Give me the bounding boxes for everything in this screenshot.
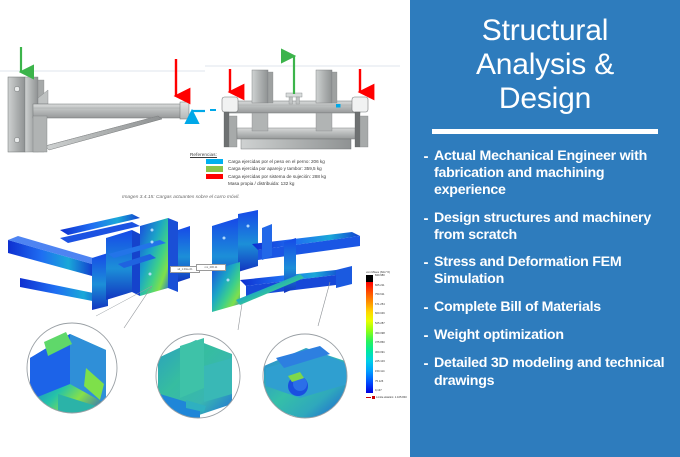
- legend-tick: 75.126: [375, 379, 384, 383]
- feature-list: - Actual Mechanical Engineer with fabric…: [410, 148, 680, 390]
- legend-tick: 225.103: [375, 360, 385, 364]
- legend-tick: 825.211: [375, 283, 385, 287]
- reference-swatch-red: [206, 173, 223, 180]
- reference-item: Carga ejercida por aparejo y tambor: 359…: [190, 166, 400, 173]
- load-marker-blue-right: [336, 104, 341, 108]
- reference-label: Carga ejercidas por el peso en el perno:…: [228, 158, 325, 164]
- title-line-3: Design: [498, 82, 592, 116]
- legend-tick: 300.091: [375, 350, 385, 354]
- yield-limit-row: Límite elástico: 1.105.840: [366, 396, 408, 399]
- marketing-panel: Structural Analysis & Design - Actual Me…: [410, 0, 680, 457]
- references-legend: Referencias: Carga ejercidas por el peso…: [190, 152, 400, 188]
- reference-swatch-none: [206, 182, 223, 187]
- fem-annotation-label-right: mx_206.11: [196, 264, 226, 271]
- legend-tick-list: 840.980 825.211 750.611 671.254 600.046 …: [375, 274, 385, 393]
- yield-limit-label: Límite elástico: 1.105.840: [376, 396, 407, 399]
- list-item: - Design structures and machinery from s…: [418, 210, 668, 245]
- fem-results-svg: [8, 210, 360, 419]
- page-title: Structural Analysis & Design: [410, 0, 680, 117]
- yield-marker-icon: [372, 396, 375, 399]
- legend-tick: 375.860: [375, 341, 385, 345]
- list-item: - Detailed 3D modeling and technical dra…: [418, 355, 668, 390]
- legend-title: von Mises (N/m^2): [366, 270, 391, 274]
- list-item-label: Actual Mechanical Engineer with fabricat…: [434, 147, 647, 199]
- reference-label: Masa propia / distribuida: 132 kg: [228, 181, 295, 187]
- list-item-label: Stress and Deformation FEM Simulation: [434, 254, 622, 288]
- fem-detail-circle-welded-corner: [26, 322, 118, 414]
- title-divider: [432, 128, 658, 134]
- dash-bullet-icon: -: [423, 327, 429, 345]
- figure-caption: Imagen 3.4.15: Cargas actuantes sobre el…: [122, 195, 240, 200]
- reference-swatch-green: [206, 166, 223, 172]
- legend-tick: 600.046: [375, 312, 385, 316]
- reference-item: Masa propia / distribuida: 132 kg: [190, 181, 400, 188]
- legend-tick: 840.980: [375, 274, 385, 277]
- legend-tick: 525.287: [375, 321, 385, 325]
- reference-label: Carga ejercida por aparejo y tambor: 359…: [228, 166, 322, 172]
- reference-swatch-blue: [206, 158, 223, 165]
- technical-illustration-panel: Referencias: Carga ejercidas por el peso…: [0, 18, 410, 457]
- list-item: - Weight optimization: [418, 327, 668, 345]
- trolley-front-view: [210, 48, 375, 150]
- legend-color-bar: [366, 275, 373, 393]
- title-line-1: Structural: [481, 14, 609, 47]
- legend-tick: 671.254: [375, 302, 385, 306]
- legend-tick: 450.098: [375, 331, 385, 335]
- stress-color-legend: von Mises (N/m^2) 840.980 825.211 750.61…: [366, 270, 408, 399]
- legend-tick: 150.114: [375, 369, 385, 373]
- references-title: Referencias:: [190, 152, 217, 157]
- cad-load-diagram-svg: [0, 47, 400, 153]
- dash-bullet-icon: -: [423, 209, 429, 227]
- dashed-line-icon: [366, 397, 371, 398]
- list-item-label: Detailed 3D modeling and technical drawi…: [434, 355, 665, 389]
- legend-tick: 750.611: [375, 293, 385, 297]
- cad-load-diagrams: [0, 18, 400, 153]
- fem-simulation-results: sd_1.00e+01 mx_206.11: [0, 208, 410, 457]
- dash-bullet-icon: -: [423, 254, 429, 272]
- fem-assembly-view-right: [212, 210, 360, 331]
- list-item-label: Design structures and machinery from scr…: [434, 209, 651, 243]
- legend-tick: 0,137: [375, 389, 382, 393]
- fem-detail-circle-gusset: [155, 333, 241, 419]
- dash-bullet-icon: -: [423, 298, 429, 316]
- fem-assembly-view-left: [8, 214, 190, 329]
- dash-bullet-icon: -: [423, 355, 429, 373]
- reference-item: Carga ejercidas por sistema de sujeción:…: [190, 173, 400, 180]
- fem-detail-circle-pin-hole: [262, 333, 348, 419]
- list-item-label: Weight optimization: [434, 327, 564, 344]
- cantilever-bracket-side-view: [7, 47, 205, 153]
- list-item: - Actual Mechanical Engineer with fabric…: [418, 148, 668, 200]
- list-item: - Complete Bill of Materials: [418, 299, 668, 317]
- dash-bullet-icon: -: [423, 147, 429, 165]
- reference-item: Carga ejercidas por el peso en el perno:…: [190, 158, 400, 165]
- list-item-label: Complete Bill of Materials: [434, 298, 601, 315]
- title-line-2: Analysis &: [475, 48, 615, 82]
- reference-label: Carga ejercidas por sistema de sujeción:…: [228, 173, 327, 179]
- list-item: - Stress and Deformation FEM Simulation: [418, 254, 668, 289]
